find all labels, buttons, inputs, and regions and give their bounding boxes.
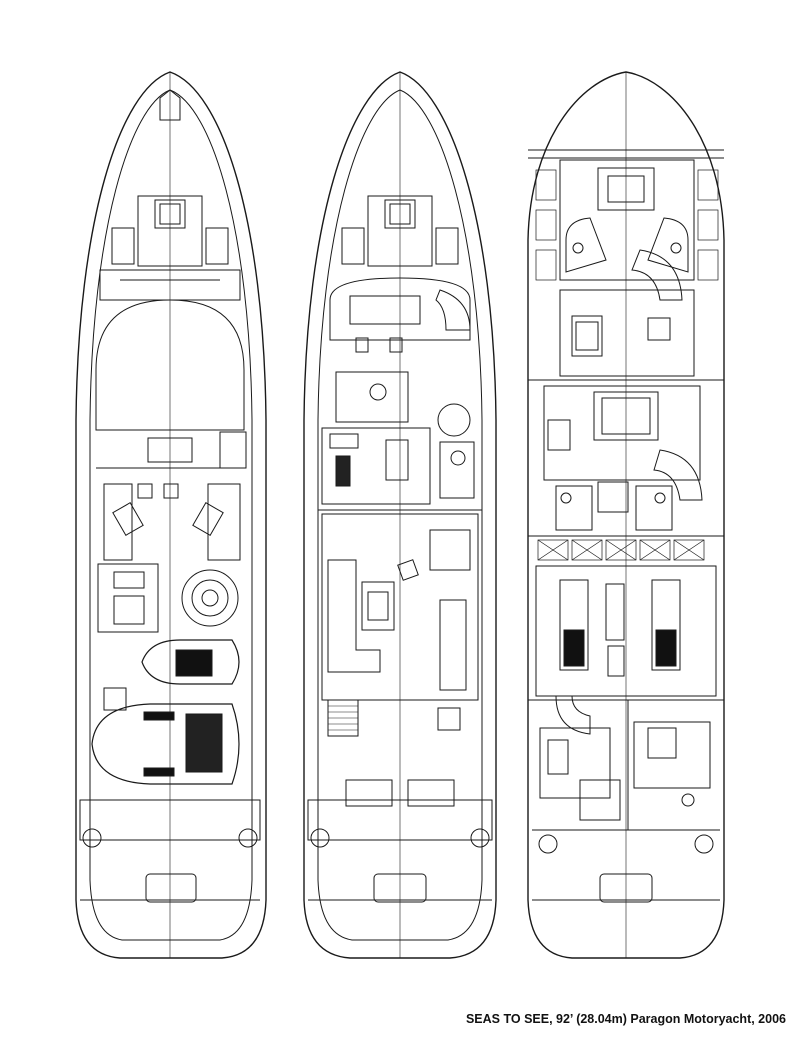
main-deck-bar [429, 529, 471, 571]
lower-deck-vip-cabin [559, 159, 695, 281]
main-deck-spiral-stair [437, 403, 471, 437]
sun-deck-hull-outline [75, 71, 267, 959]
lower-deck-fwd-stair [631, 249, 683, 301]
sun-deck-lounge-port [103, 483, 133, 561]
main-deck-galley [321, 427, 431, 505]
lower-deck-guest-cabin-1 [559, 289, 695, 377]
sun-deck-table-port [112, 502, 144, 536]
sun-deck-bollard-port [82, 828, 102, 848]
main-deck-wheelhouse [329, 277, 471, 341]
lower-deck-fwd-lockers [535, 169, 719, 281]
lower-deck-engine-stbd [651, 579, 681, 671]
lower-deck-vip-head-port [565, 217, 607, 273]
lower-deck-mid-stair [653, 449, 703, 501]
lower-deck-vip-berth [597, 167, 655, 211]
sun-deck-transom [79, 799, 261, 841]
lower-deck-vip-head-stbd [647, 217, 689, 273]
lower-deck-engine-port [559, 579, 589, 671]
main-deck-aft-lockers [345, 779, 393, 807]
sun-deck-jacuzzi [181, 569, 239, 627]
sun-deck-table-stbd [192, 502, 224, 536]
lower-deck-head-port [555, 485, 593, 531]
sun-deck-tender [91, 703, 240, 785]
lower-deck-crew-cabin-port [539, 727, 611, 799]
main-deck-bow-locker-port [341, 227, 365, 265]
sun-deck-lounge-stbd [207, 483, 241, 561]
main-deck-bow-locker-stbd [435, 227, 459, 265]
lower-deck-tank-row [537, 539, 705, 561]
sun-deck-helm-seat-1 [137, 483, 153, 499]
lower-deck-head-stbd [635, 485, 673, 531]
lower-deck-crew-stair [555, 695, 591, 735]
sun-deck-plan [75, 71, 267, 959]
sun-deck-windshield [99, 269, 241, 301]
main-deck-coffee-table [361, 581, 395, 631]
main-deck-dinette [335, 371, 409, 423]
main-deck-wheelhouse-stair [435, 289, 471, 331]
lower-deck-swim-platform-hatch [599, 873, 653, 903]
plan-caption: SEAS TO SEE, 92’ (28.04m) Paragon Motory… [465, 1012, 786, 1026]
sun-deck-swim-platform-hatch [145, 873, 197, 903]
lower-deck-guest-cabin-2 [543, 385, 701, 481]
main-deck-chair [397, 559, 419, 581]
sun-deck-bollard-stbd [238, 828, 258, 848]
sun-deck-bow-rail [159, 89, 181, 121]
main-deck-aft-stair-treads [328, 705, 358, 731]
sun-deck-inner-outline [89, 89, 253, 941]
sun-deck-hardtop [95, 299, 245, 431]
main-deck-transom [307, 799, 493, 841]
sun-deck-helm-console [147, 437, 193, 463]
main-deck-day-head [439, 441, 475, 499]
sun-deck-helm-seat-2 [163, 483, 179, 499]
main-deck-helm [349, 295, 421, 325]
sun-deck-anchor-hatch [159, 203, 181, 225]
sun-deck-jetski [141, 639, 240, 685]
main-deck-sofa-port [327, 559, 381, 673]
lower-deck-engine-room [535, 565, 717, 697]
sun-deck-bow-locker-port [111, 227, 135, 265]
lower-deck-captain-cabin [633, 721, 711, 789]
lower-deck-generator-2 [607, 645, 625, 677]
sun-deck-windlass [154, 199, 186, 229]
main-deck-swim-platform-hatch [373, 873, 427, 903]
sun-deck-foredeck [137, 195, 203, 267]
sun-deck-bow-locker-stbd [205, 227, 229, 265]
lower-deck-generator-1 [605, 583, 625, 641]
sun-deck-settee [97, 563, 159, 633]
main-deck-windlass [384, 199, 416, 229]
yacht-deck-plans [75, 71, 725, 959]
lower-deck-plan [527, 71, 725, 959]
sun-deck-stair [219, 431, 247, 469]
main-deck-sofa-stbd [439, 599, 467, 691]
lower-deck-guest-berth-2 [593, 391, 659, 441]
main-deck-foredeck [367, 195, 433, 267]
main-deck-plan [303, 71, 497, 959]
